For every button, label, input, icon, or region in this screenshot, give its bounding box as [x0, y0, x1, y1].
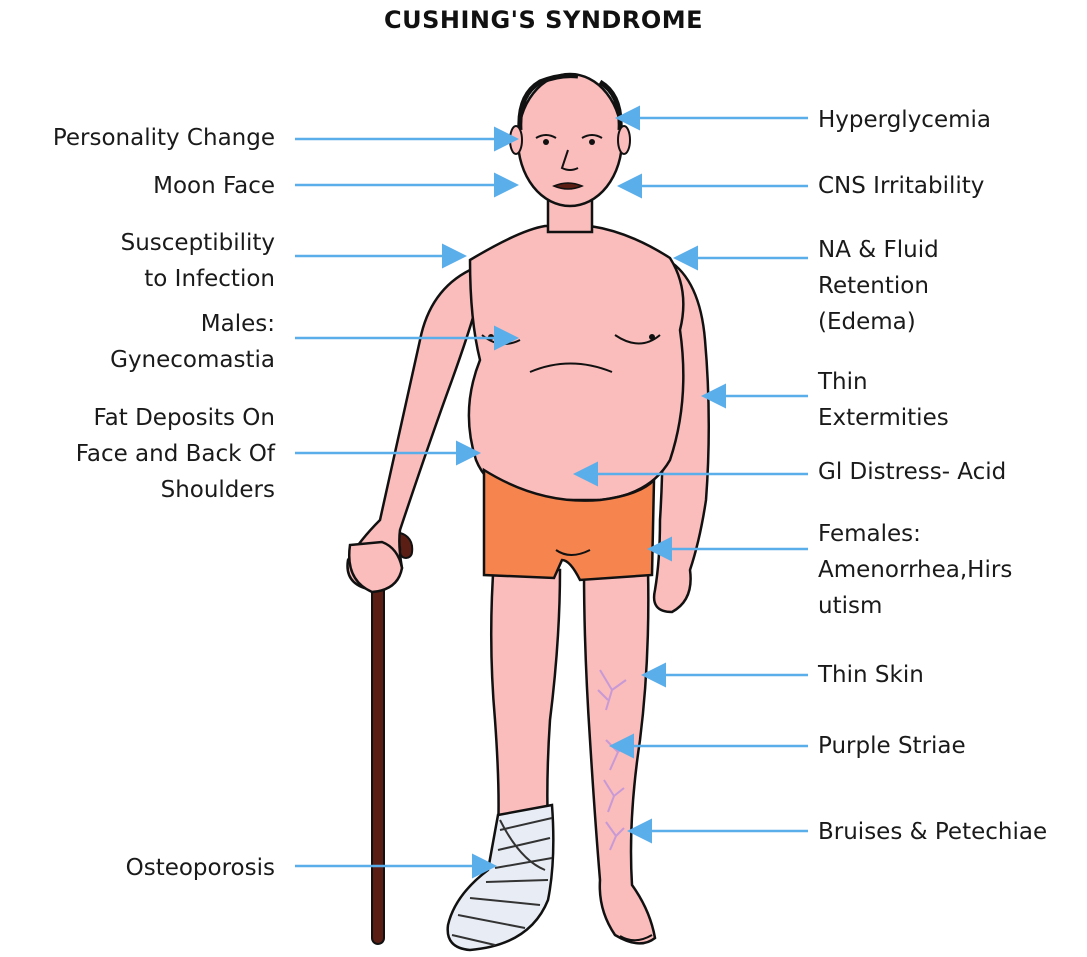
label-cns-irritability: CNS Irritability: [818, 168, 1086, 204]
label-hyperglycemia: Hyperglycemia: [818, 102, 1086, 138]
label-purple-striae: Purple Striae: [818, 728, 1086, 764]
label-thin-skin: Thin Skin: [818, 657, 1086, 693]
label-susceptibility-to-infection: Susceptibility to Infection: [5, 225, 275, 297]
label-males-gynecomastia: Males: Gynecomastia: [5, 306, 275, 378]
label-thin-extermities: Thin Extermities: [818, 364, 1086, 436]
label-gi-distress: Gl Distress- Acid: [818, 454, 1086, 490]
label-moon-face: Moon Face: [5, 168, 275, 204]
label-personality-change: Personality Change: [5, 120, 275, 156]
label-fat-deposits: Fat Deposits On Face and Back Of Shoulde…: [5, 400, 275, 508]
label-osteoporosis: Osteoporosis: [5, 850, 275, 886]
label-bruises-petechiae: Bruises & Petechiae: [818, 814, 1086, 850]
label-females-amenorrhea: Females: Amenorrhea,Hirs utism: [818, 516, 1086, 624]
label-na-fluid-retention: NA & Fluid Retention (Edema): [818, 232, 1086, 340]
